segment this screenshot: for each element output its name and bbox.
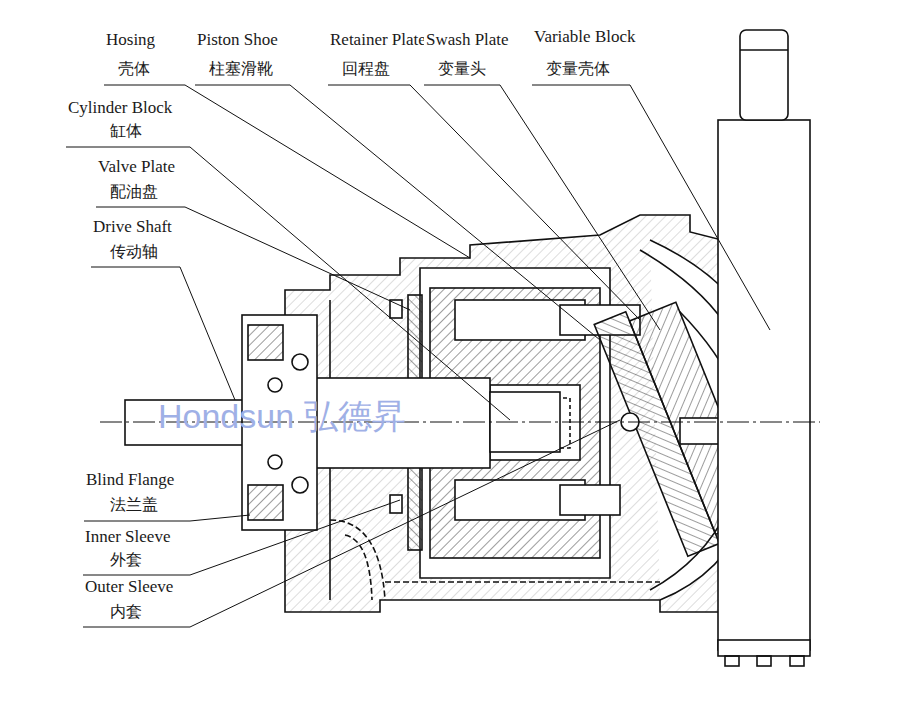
part-label: Inner Sleeve bbox=[83, 527, 172, 547]
part-label: Swash Plate bbox=[424, 30, 511, 50]
part-label: 配油盘 bbox=[108, 183, 160, 201]
part-label: 壳体 bbox=[116, 60, 152, 78]
part-label: 外套 bbox=[108, 551, 144, 569]
part-label: Blind Flange bbox=[84, 470, 176, 490]
part-label: 传动轴 bbox=[108, 243, 160, 261]
part-label: Drive Shaft bbox=[91, 217, 174, 237]
part-label: Cylinder Block bbox=[66, 98, 174, 118]
part-label: Retainer Plate bbox=[328, 30, 428, 50]
part-label: 柱塞滑靴 bbox=[207, 60, 275, 78]
part-label: 变量壳体 bbox=[544, 60, 612, 78]
part-label: 缸体 bbox=[108, 122, 144, 140]
part-label: 内套 bbox=[108, 603, 144, 621]
part-label: Hosing bbox=[104, 30, 157, 50]
part-label: Outer Sleeve bbox=[83, 577, 175, 597]
part-label: Valve Plate bbox=[96, 157, 177, 177]
part-label: 法兰盖 bbox=[108, 496, 160, 514]
part-label: Piston Shoe bbox=[195, 30, 280, 50]
part-label: 回程盘 bbox=[340, 60, 392, 78]
part-label: Variable Block bbox=[532, 27, 638, 47]
part-label: 变量头 bbox=[436, 60, 488, 78]
watermark: Hondsun 弘德昇 bbox=[158, 398, 406, 435]
